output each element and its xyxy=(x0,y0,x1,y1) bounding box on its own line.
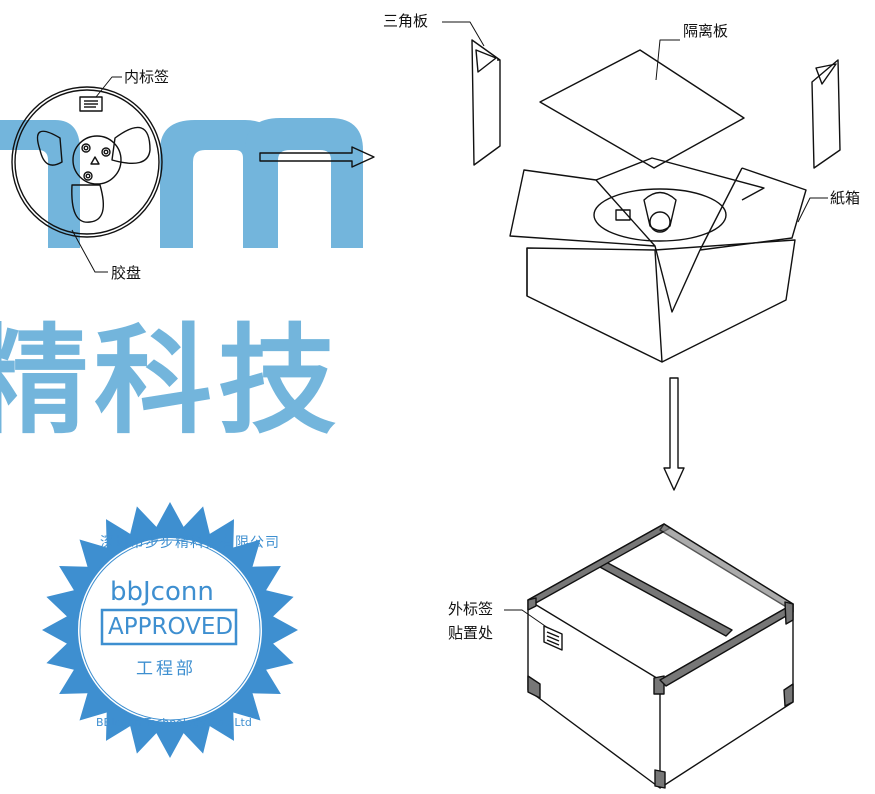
label-inner-label: 内标签 xyxy=(124,68,170,86)
seal-department: 工程部 xyxy=(136,659,196,679)
label-reel: 胶盘 xyxy=(111,264,142,282)
label-outer-label-line2: 贴置处 xyxy=(448,624,494,642)
triangle-board-icon xyxy=(442,21,841,169)
seal-arc-top: 深圳市步步精科技有限公司 xyxy=(100,535,280,551)
seal-approved-badge: APPROVED xyxy=(108,614,234,640)
right-arrow-icon xyxy=(259,146,375,168)
label-triangle-board: 三角板 xyxy=(383,12,429,30)
separator-board-icon xyxy=(539,39,745,169)
label-carton: 紙箱 xyxy=(830,189,861,207)
reel-icon xyxy=(11,76,163,273)
label-separator-board: 隔离板 xyxy=(683,22,729,40)
approval-seal-icon xyxy=(42,502,298,758)
down-arrow-icon xyxy=(663,377,685,491)
watermark-text: 精科技 xyxy=(0,312,343,450)
closed-carton-icon xyxy=(504,523,794,789)
open-carton-icon xyxy=(509,157,828,363)
seal-arc-bottom: BBJconn Technology Co., Ltd xyxy=(96,716,252,729)
seal-brand: bbJconn xyxy=(110,577,214,607)
label-outer-label-line1: 外标签 xyxy=(448,600,494,618)
